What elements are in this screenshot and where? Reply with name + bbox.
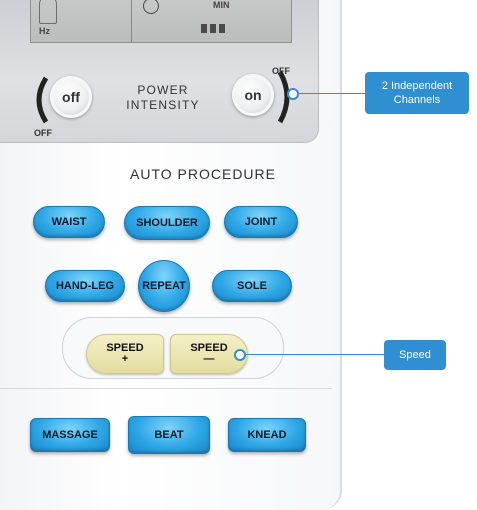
clock-icon	[143, 0, 159, 14]
speed-down-label: SPEED	[190, 342, 228, 354]
right-knob-label: on	[244, 87, 262, 103]
waist-button[interactable]: WAIST	[33, 206, 105, 238]
tens-device: Hz MIN off OFF POWER INTENSITY on OFF AU…	[0, 0, 342, 510]
speed-callout-line	[244, 354, 384, 355]
divider-line	[0, 388, 332, 389]
lcd-display: Hz MIN	[30, 0, 292, 43]
channels-callout-dot	[287, 88, 299, 100]
left-channel-knob[interactable]: off	[50, 76, 92, 118]
lcd-level-bars	[201, 20, 228, 38]
auto-procedure-title: AUTO PROCEDURE	[130, 166, 276, 182]
channels-callout-line	[297, 93, 365, 94]
knead-button[interactable]: KNEAD	[228, 418, 306, 452]
lcd-hz-label: Hz	[39, 26, 50, 36]
intensity-label: INTENSITY	[126, 98, 200, 112]
speed-callout: Speed	[384, 340, 446, 370]
left-knob-label: off	[62, 89, 80, 105]
shoulder-button[interactable]: SHOULDER	[124, 206, 210, 240]
hand-leg-button[interactable]: HAND-LEG	[45, 270, 125, 302]
power-label: POWER	[137, 83, 189, 97]
top-panel: Hz MIN off OFF POWER INTENSITY on OFF	[0, 0, 319, 143]
speed-callout-dot	[234, 349, 246, 361]
joint-button[interactable]: JOINT	[224, 206, 298, 238]
speed-up-label: SPEED	[106, 342, 144, 354]
speed-up-button[interactable]: SPEED +	[86, 334, 164, 374]
right-off-label: OFF	[272, 66, 290, 76]
beat-button[interactable]: BEAT	[128, 416, 210, 454]
sole-button[interactable]: SOLE	[212, 270, 292, 302]
repeat-button[interactable]: REPEAT	[138, 260, 190, 312]
lcd-min-label: MIN	[213, 0, 230, 10]
plus-icon: +	[121, 353, 129, 365]
lcd-divider	[131, 0, 132, 42]
left-intensity-arc-icon	[36, 76, 49, 124]
power-intensity-label: POWER INTENSITY	[108, 83, 218, 113]
body-figure-icon	[39, 0, 57, 24]
minus-icon: —	[203, 353, 215, 365]
massage-button[interactable]: MASSAGE	[30, 418, 110, 452]
left-off-label: OFF	[34, 128, 52, 138]
channels-callout: 2 Independent Channels	[365, 72, 469, 114]
right-channel-knob[interactable]: on	[232, 74, 274, 116]
